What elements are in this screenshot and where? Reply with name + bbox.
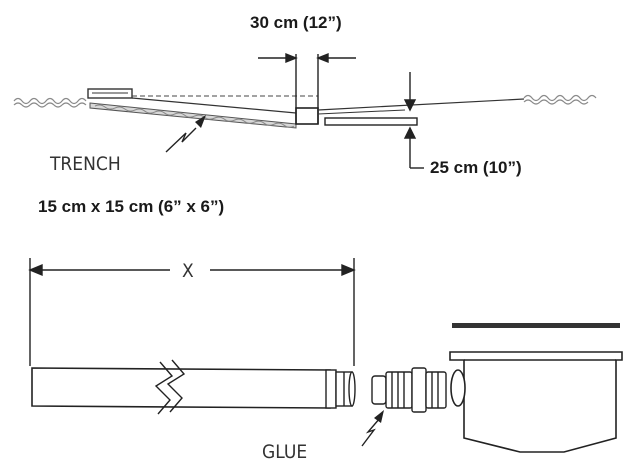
- pipe-coupling: [325, 369, 356, 409]
- left-ground-surface: [13, 97, 87, 108]
- trench-section: 30 cm (12”) TRENCH 15 cm x 15 cm (6” x 6…: [13, 13, 597, 216]
- glue-leader-icon: [361, 410, 384, 447]
- pipe-body: [31, 367, 331, 409]
- length-dimension: [28, 258, 356, 366]
- trench-size-label: 15 cm x 15 cm (6” x 6”): [38, 197, 224, 216]
- trench-leader-icon: [165, 115, 206, 153]
- right-slope-line-2: [317, 109, 406, 115]
- depth-dimension: [403, 72, 424, 169]
- width-label: 30 cm (12”): [250, 13, 342, 32]
- width-dimension: [258, 52, 356, 64]
- sloped-pipe-line: [131, 97, 297, 114]
- drain-body: [295, 107, 319, 125]
- trench-soil-texture: [94, 104, 295, 128]
- drain-box: [449, 351, 623, 453]
- threaded-fitting: [371, 367, 447, 413]
- trench-label: TRENCH: [49, 153, 121, 175]
- depth-channel: [324, 117, 418, 126]
- depth-label: 25 cm (10”): [430, 158, 522, 177]
- right-ground-surface: [523, 94, 597, 105]
- drain-box-lid: [452, 323, 620, 328]
- glue-label: GLUE: [262, 441, 307, 463]
- length-label: X: [182, 260, 194, 282]
- zigzag-break-icon: [154, 359, 186, 415]
- right-slope-line: [317, 98, 525, 111]
- pipe-assembly: X: [28, 258, 623, 463]
